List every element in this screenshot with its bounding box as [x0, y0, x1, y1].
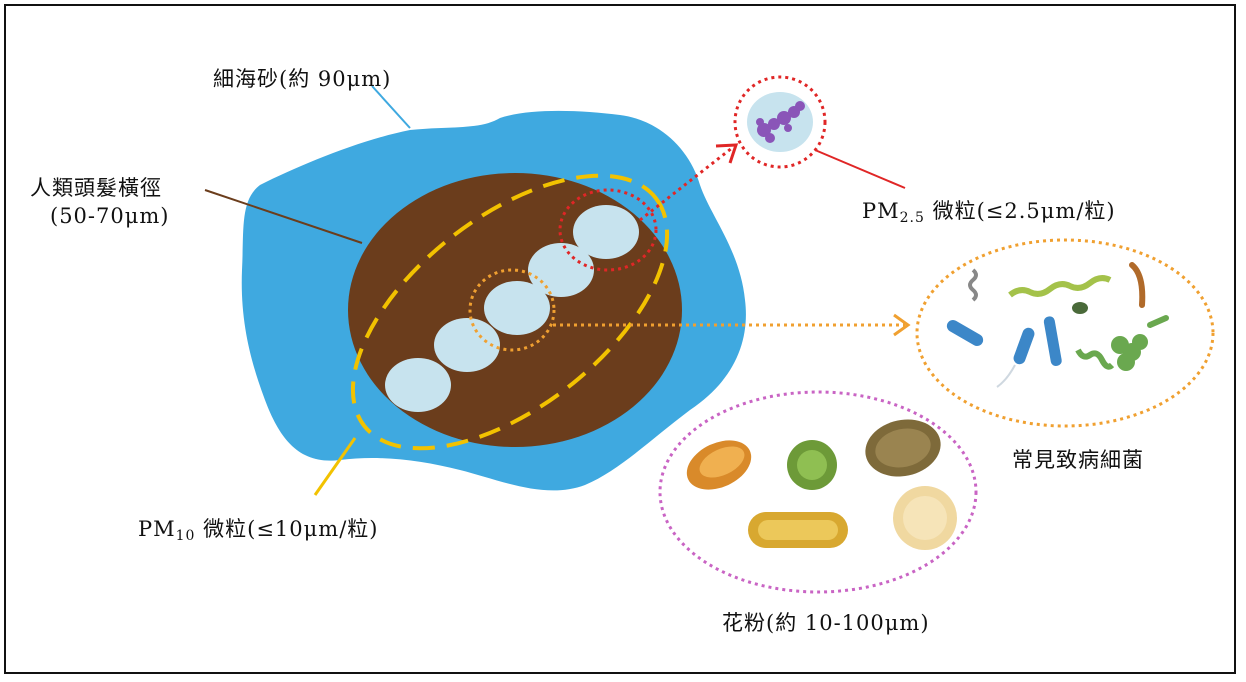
pm25-magnified-circle	[733, 75, 827, 169]
bacteria-highlight	[468, 268, 556, 352]
pm25-arrowhead	[715, 143, 739, 164]
fine-sand-label: 細海砂(約 90μm)	[213, 67, 392, 91]
bacteria-arrowhead	[893, 313, 911, 337]
particle	[528, 243, 594, 297]
bacteria-label: 常見致病細菌	[1012, 448, 1144, 472]
bacteria-illustrations	[946, 262, 1169, 388]
pm10-label-prefix: PM	[138, 517, 176, 541]
pm10-label-subscript: 10	[175, 528, 196, 544]
hair-label-line1: 人類頭髮橫徑	[30, 176, 162, 200]
pm25-arrow	[639, 146, 733, 222]
figure-frame	[4, 4, 1236, 674]
bacteria-circle	[915, 238, 1215, 428]
sand-leader-line	[371, 85, 411, 129]
particle	[385, 358, 451, 412]
pm10-outline	[350, 173, 670, 451]
pm10-label: PM10 微粒(≤10μm/粒)	[138, 513, 379, 544]
pm10-leader-line	[313, 437, 357, 496]
pollen-label: 花粉(約 10-100μm)	[722, 611, 930, 635]
particle	[484, 281, 550, 335]
pm25-label-prefix: PM	[862, 199, 900, 223]
pollen-illustrations	[686, 419, 957, 550]
pm25-particle-cluster	[756, 101, 805, 143]
particle	[573, 205, 639, 259]
pm25-leader-line	[814, 149, 906, 189]
pm10-label-suffix: 微粒(≤10μm/粒)	[195, 517, 379, 541]
pm25-label-subscript: 2.5	[899, 210, 925, 226]
hair-label-line2: (50-70μm)	[50, 204, 170, 228]
pm25-label-suffix: 微粒(≤2.5μm/粒)	[924, 199, 1116, 223]
pollen-circle	[658, 390, 978, 594]
particle	[434, 318, 500, 372]
pm25-highlight	[558, 188, 658, 272]
hair-leader-line	[204, 189, 363, 244]
pm10-particles	[385, 205, 639, 412]
pm25-label: PM2.5 微粒(≤2.5μm/粒)	[862, 195, 1116, 226]
